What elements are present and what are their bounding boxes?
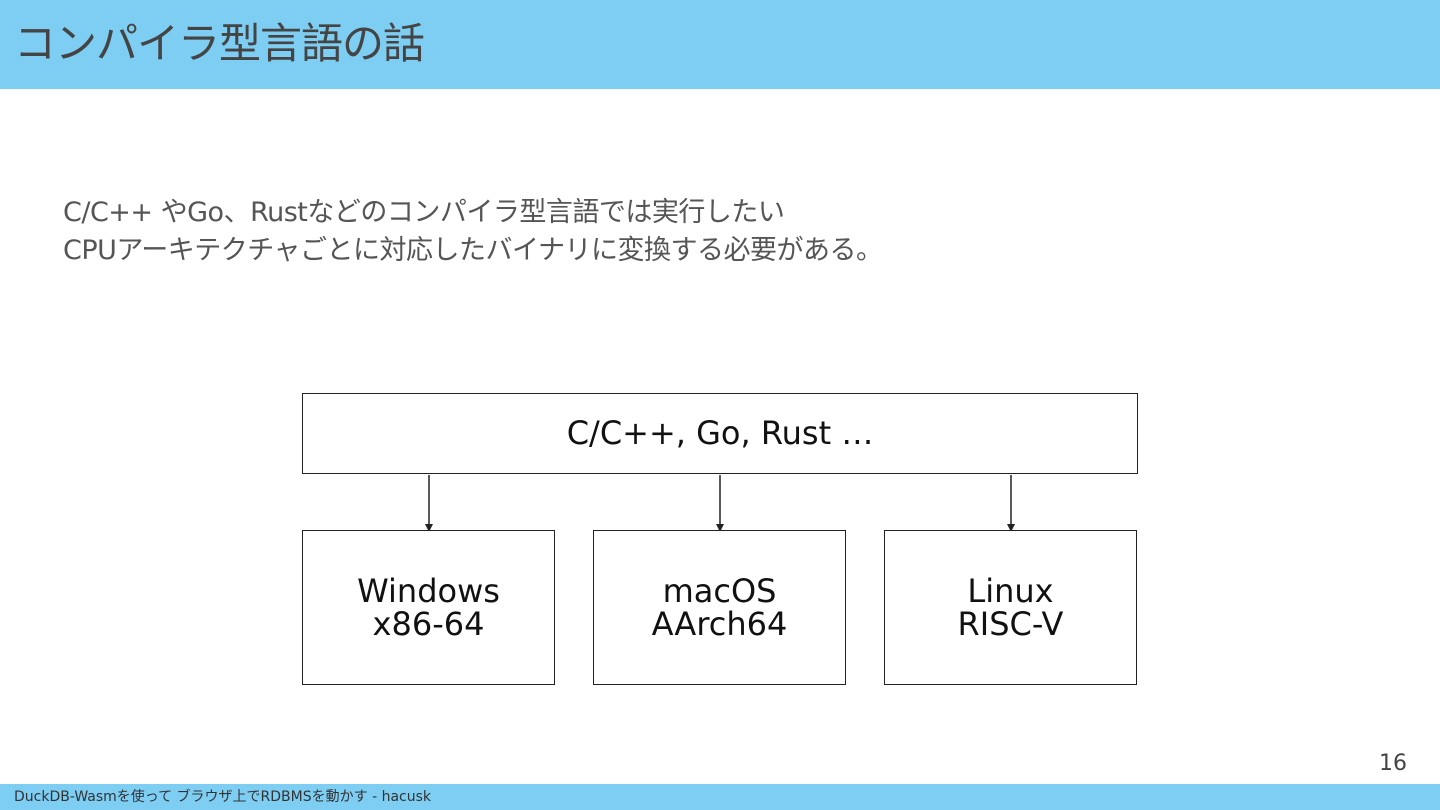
target-box-linux: Linux RISC-V: [884, 530, 1137, 685]
page-number: 16: [1379, 751, 1407, 776]
target-box-windows: Windows x86-64: [302, 530, 555, 685]
source-languages-box: C/C++, Go, Rust …: [302, 393, 1138, 474]
target-arch-label: AArch64: [651, 604, 788, 643]
body-line-2: CPUアーキテクチャごとに対応したバイナリに変換する必要がある。: [63, 235, 883, 266]
target-os-label: Linux: [967, 571, 1054, 610]
target-os-label: Windows: [357, 571, 500, 610]
body-line-1: C/C++ やGo、Rustなどのコンパイラ型言語では実行したい: [63, 197, 785, 228]
footer-text: DuckDB-Wasmを使って ブラウザ上でRDBMSを動かす - hacusk: [14, 789, 431, 805]
slide-title: コンパイラ型言語の話: [14, 19, 425, 68]
slide-body: C/C++ やGo、Rustなどのコンパイラ型言語では実行したい CPUアーキテ…: [63, 194, 1163, 270]
header-bar: コンパイラ型言語の話: [0, 0, 1440, 89]
source-languages-label: C/C++, Go, Rust …: [566, 414, 874, 452]
footer-bar: DuckDB-Wasmを使って ブラウザ上でRDBMSを動かす - hacusk: [0, 784, 1440, 810]
target-arch-label: x86-64: [372, 604, 485, 643]
target-os-label: macOS: [662, 571, 777, 610]
target-arch-label: RISC-V: [957, 604, 1064, 643]
target-box-macos: macOS AArch64: [593, 530, 846, 685]
